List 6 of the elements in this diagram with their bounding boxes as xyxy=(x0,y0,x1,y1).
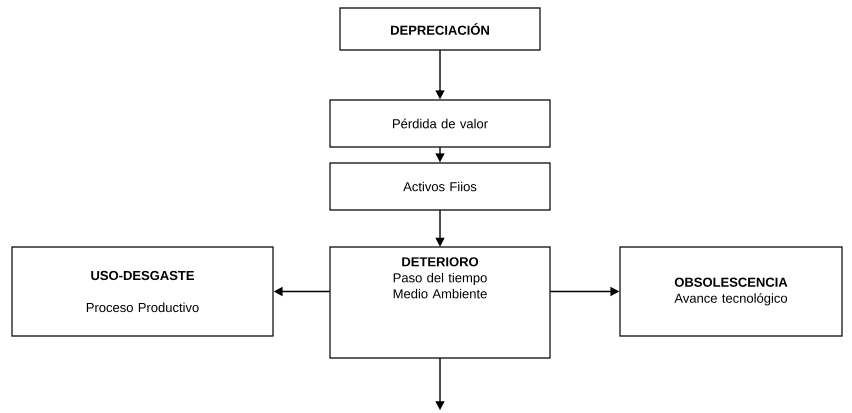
process-box: USO-DESGASTE Proceso Productivo xyxy=(11,246,274,337)
process-box: DEPRECIACIÓN xyxy=(339,7,541,51)
process-box: DETERIORO Paso del tiempo Medio Ambiente xyxy=(329,246,551,359)
process-box: Activos Fiios xyxy=(329,162,551,211)
process-box: OBSOLESCENCIA Avance tecnológico xyxy=(619,246,843,337)
process-box: Pérdida de valor xyxy=(329,99,551,148)
